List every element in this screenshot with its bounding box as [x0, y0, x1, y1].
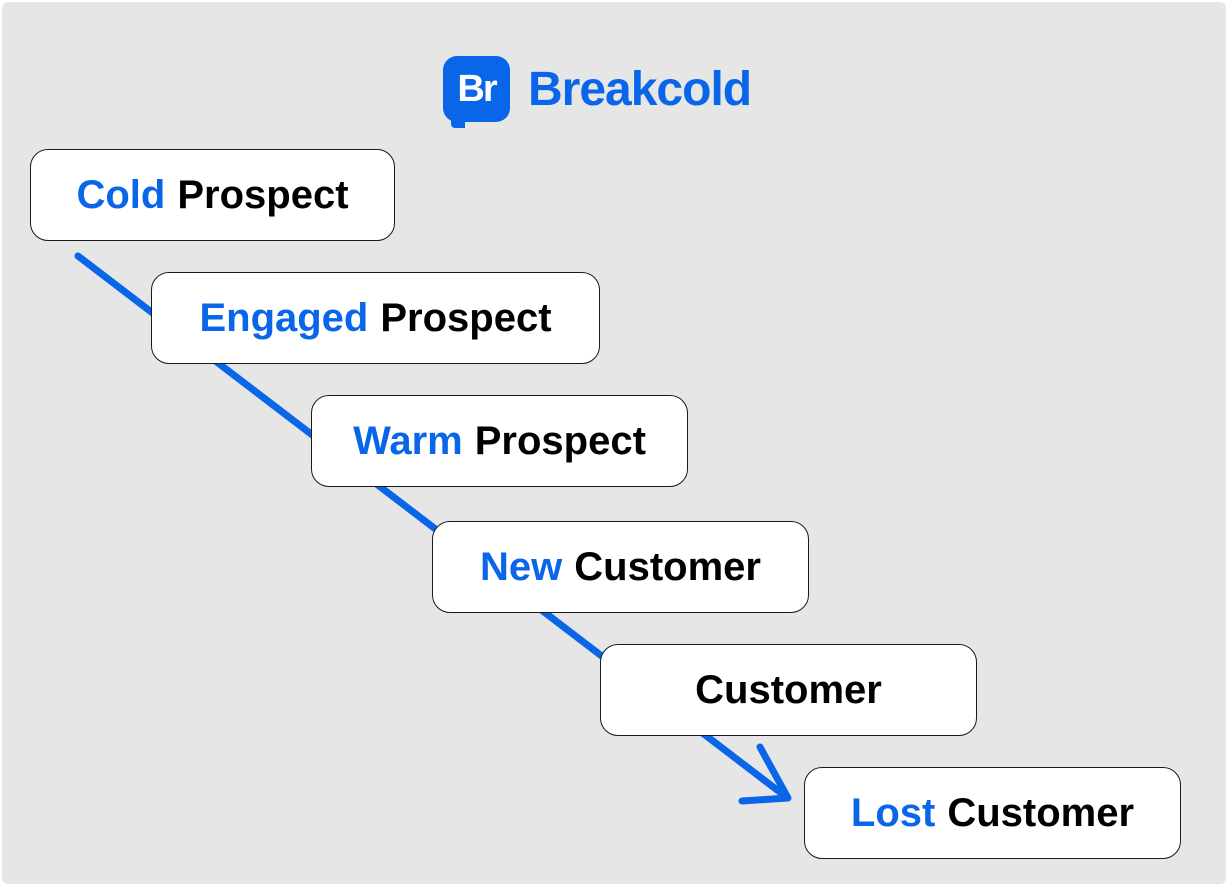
stage-label: Customer: [574, 544, 761, 589]
brand-name: Breakcold: [528, 62, 752, 116]
stage-accent: Cold: [76, 172, 166, 217]
stage-accent: New: [480, 544, 563, 589]
brand-logo: Br Breakcold: [443, 56, 752, 128]
stage-box-customer: Customer: [600, 644, 977, 736]
flow-arrowhead: [738, 743, 792, 805]
stage-label: Prospect: [380, 295, 552, 340]
stage-label: Prospect: [177, 172, 349, 217]
stage-accent: Engaged: [199, 295, 369, 340]
stage-label: Customer: [695, 667, 882, 712]
stage-accent: Warm: [353, 418, 463, 463]
stage-label: Prospect: [474, 418, 646, 463]
stage-label: Customer: [947, 790, 1135, 835]
stage-accent: Lost: [850, 790, 936, 835]
brand-badge-icon: Br: [443, 56, 510, 128]
